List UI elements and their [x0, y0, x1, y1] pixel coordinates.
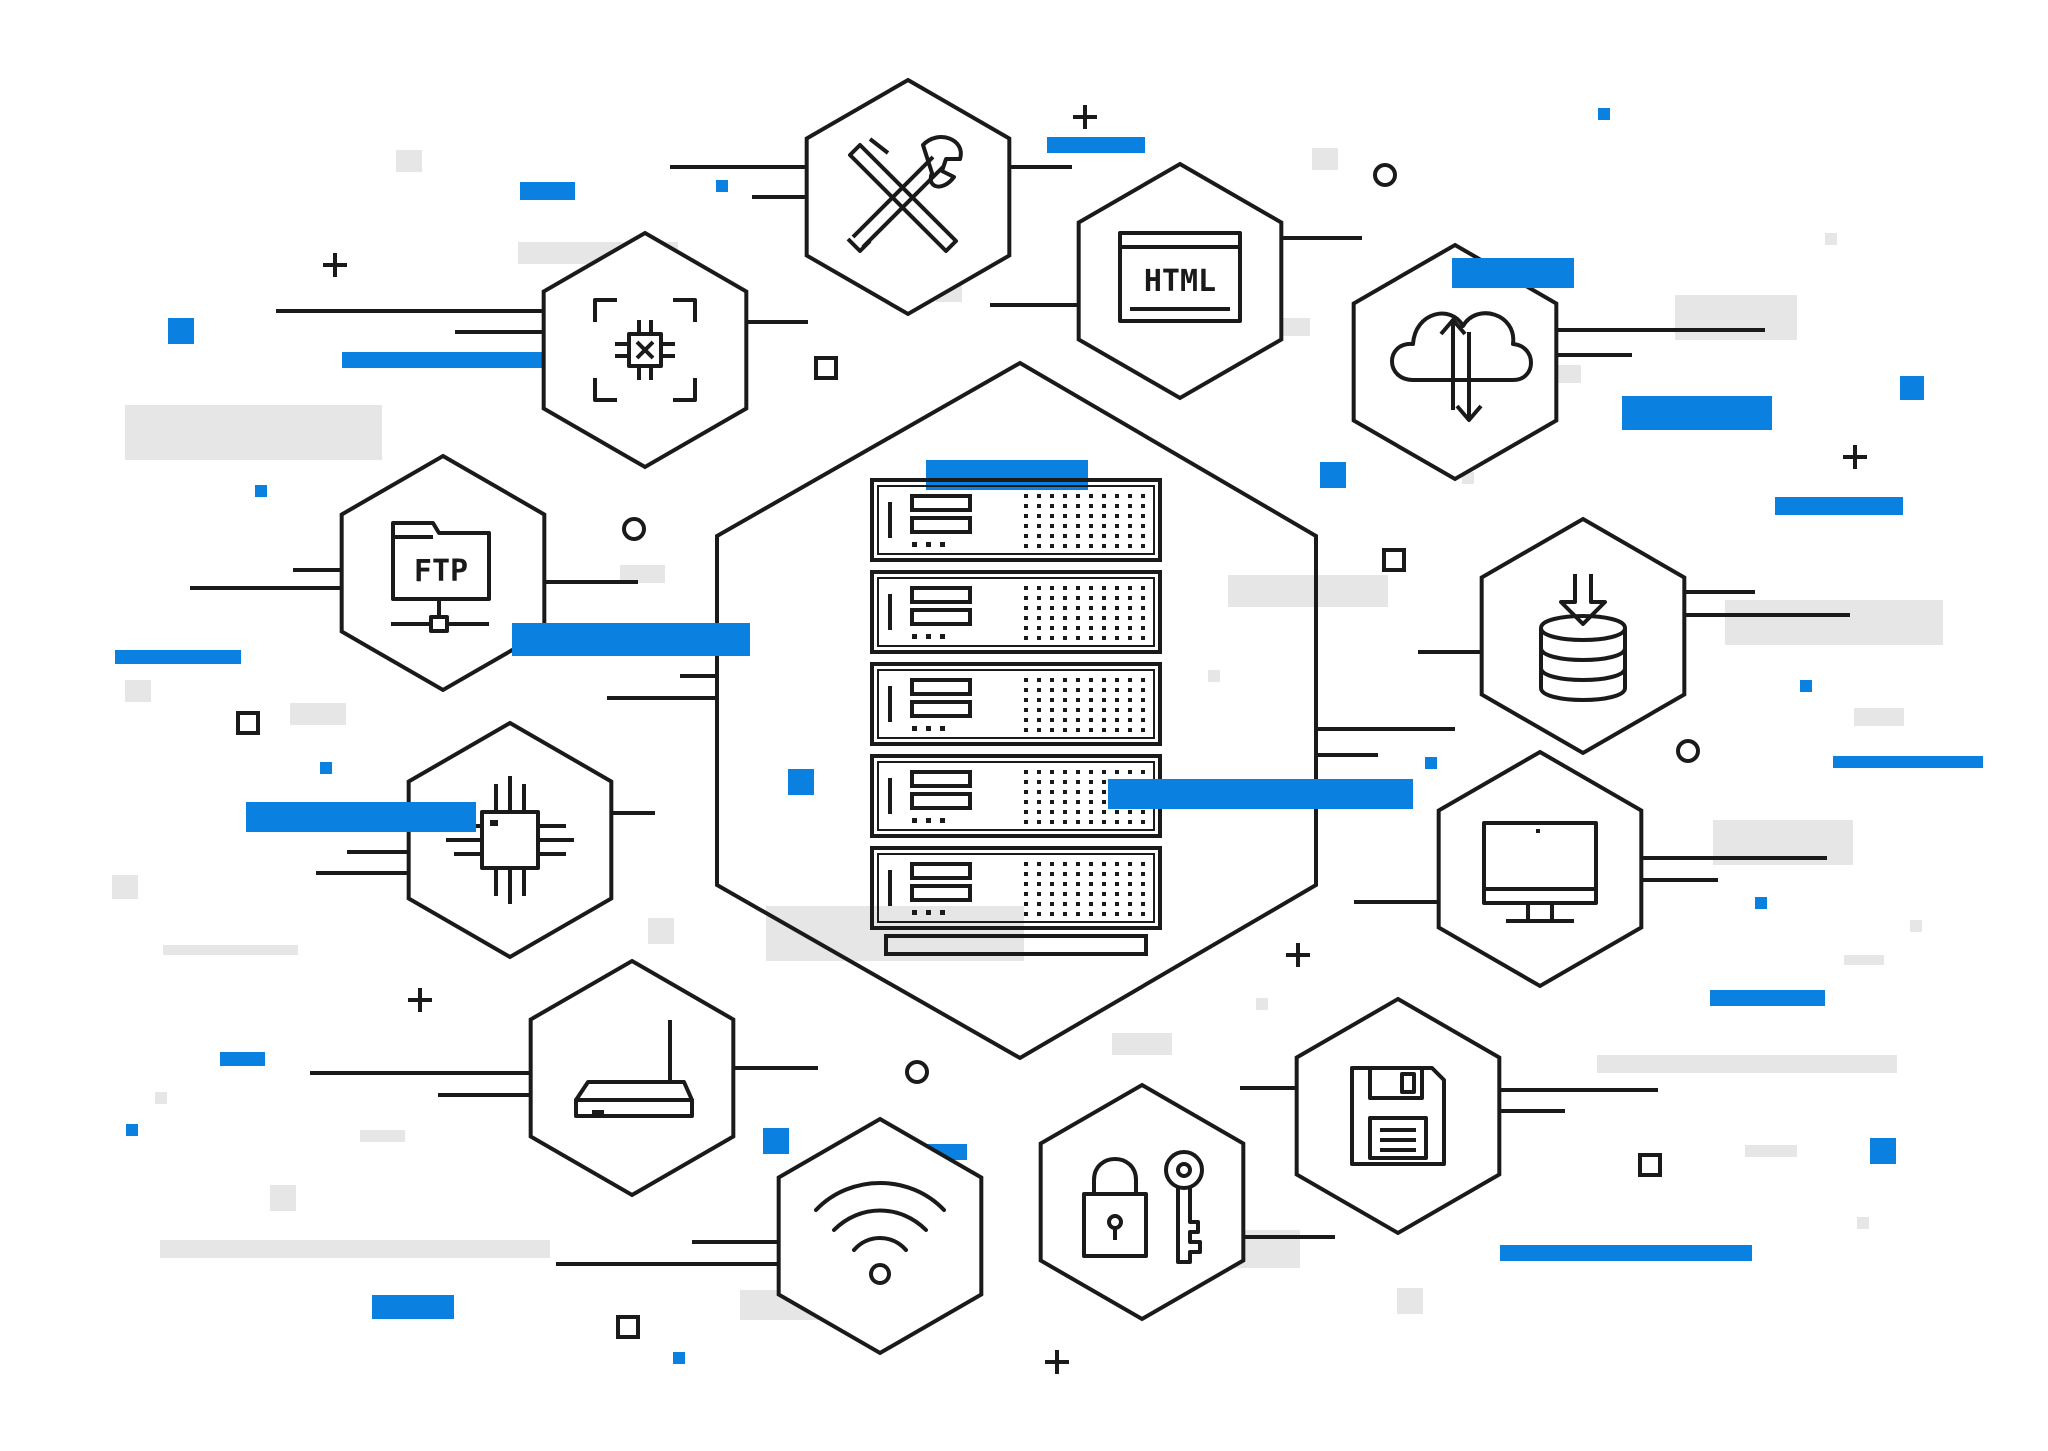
node-wifi	[776, 1116, 984, 1356]
node-monitor	[1436, 749, 1644, 989]
node-chip-scan	[541, 230, 749, 470]
lock-key-icon	[1082, 1150, 1204, 1264]
chip-scan-icon	[593, 298, 697, 402]
html-label: HTML	[1144, 264, 1216, 299]
wifi-icon	[814, 1181, 946, 1285]
server-rack-icon	[870, 478, 1162, 956]
cloud-sync-icon	[1390, 311, 1533, 422]
node-ftp: FTP	[339, 453, 547, 693]
node-cloud	[1351, 242, 1559, 482]
background-lines	[190, 165, 1850, 1266]
ftp-folder-icon: FTP	[391, 521, 491, 633]
floppy-disk-icon	[1350, 1066, 1446, 1166]
node-html: HTML	[1076, 161, 1284, 401]
center-hex	[715, 360, 1318, 1061]
html-window-icon: HTML	[1118, 231, 1242, 323]
monitor-icon	[1482, 821, 1598, 923]
background-marks	[236, 105, 1867, 1374]
node-security	[1038, 1082, 1246, 1322]
node-hexagons: HTML FTP	[339, 77, 1687, 1356]
wrench-hammer-icon	[846, 135, 963, 253]
ftp-label: FTP	[414, 554, 468, 589]
router-icon	[574, 1020, 694, 1118]
background-blue-bars	[115, 108, 1983, 1364]
node-router	[528, 958, 736, 1198]
database-download-icon	[1539, 574, 1627, 702]
overlay-blue-bars	[246, 258, 1574, 832]
node-floppy	[1294, 996, 1502, 1236]
cpu-icon	[446, 776, 574, 904]
node-tools	[804, 77, 1012, 317]
node-database	[1479, 516, 1687, 756]
background-gray-bars	[112, 148, 1943, 1320]
node-cpu	[406, 720, 614, 960]
